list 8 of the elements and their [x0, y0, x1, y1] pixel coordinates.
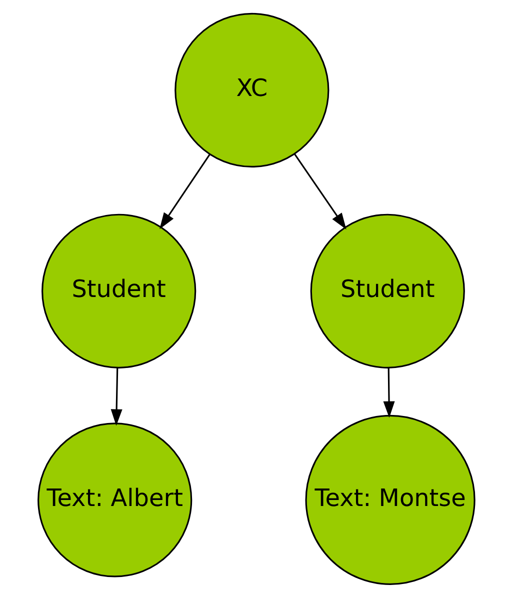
arrow — [383, 368, 395, 418]
node-circle: XC — [174, 12, 330, 168]
arrow — [294, 154, 346, 230]
arrow — [160, 154, 210, 230]
node-circle: Text: Montse — [305, 414, 476, 585]
arrow — [110, 368, 122, 426]
node-circle: Text: Albert — [38, 422, 192, 578]
node-circle: Student — [42, 214, 196, 368]
